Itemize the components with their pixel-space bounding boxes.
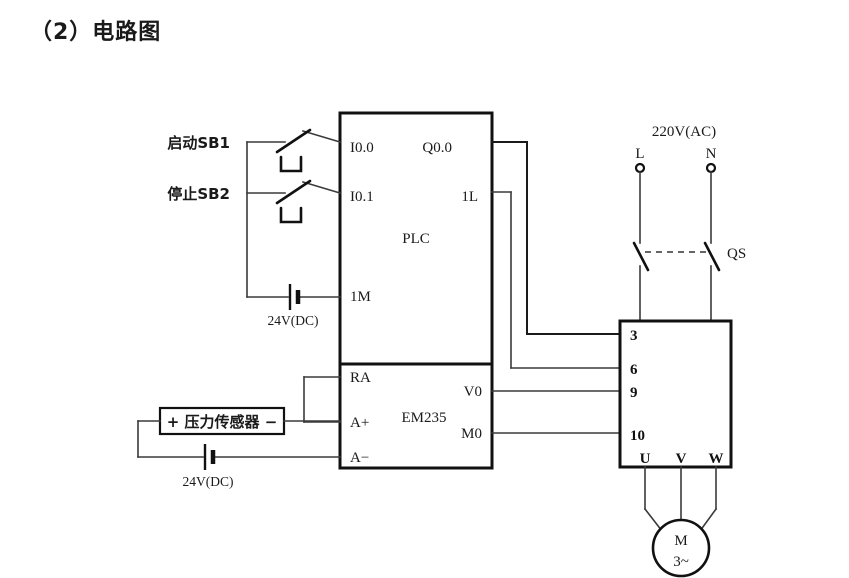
plc-module-outline bbox=[338, 111, 494, 470]
motor-outline-circle bbox=[651, 518, 711, 578]
motor-label-m: M bbox=[674, 533, 687, 549]
motor-symbol bbox=[651, 518, 711, 578]
motor-label-phases: 3~ bbox=[673, 554, 689, 570]
vfd-block bbox=[618, 319, 733, 469]
motor-wire-u-diagonal bbox=[643, 507, 664, 533]
vfd-terminal-label-u: U bbox=[640, 451, 651, 467]
sb1-actuator-icon bbox=[279, 155, 303, 173]
sb2-contact-blade bbox=[275, 179, 312, 205]
plc-24v-label: 24V(DC) bbox=[268, 313, 319, 328]
disconnect-switch-qs[interactable] bbox=[632, 171, 721, 322]
vfd-terminal-label-9: 9 bbox=[630, 385, 638, 401]
ac-source-label: 220V(AC) bbox=[652, 124, 716, 140]
qs-blade-pole-2 bbox=[703, 241, 721, 272]
page-title: （2）电路图 bbox=[30, 20, 162, 45]
em235-name-label: EM235 bbox=[402, 410, 447, 426]
em235-terminal-label-ra: RA bbox=[350, 370, 371, 386]
sb2-wire-right bbox=[302, 181, 341, 194]
em235-24v-label: 24V(DC) bbox=[183, 474, 234, 489]
ac-terminal-label-n: N bbox=[706, 146, 717, 162]
vfd-terminal-label-v: V bbox=[676, 451, 687, 467]
wire-q00-to-terminal-3 bbox=[491, 141, 621, 335]
em235-terminal-label-am: A− bbox=[350, 450, 369, 466]
plc-terminal-label-q00: Q0.0 bbox=[422, 140, 452, 156]
plc-name-label: PLC bbox=[402, 231, 430, 247]
motor-connection-wires bbox=[643, 466, 718, 533]
plc-terminal-label-1l: 1L bbox=[461, 189, 478, 205]
ac-terminal-dot-l bbox=[634, 162, 646, 174]
pressure-sensor-label: + 压力传感器 − bbox=[167, 413, 278, 431]
sb1-contact-blade bbox=[275, 128, 312, 154]
vfd-terminal-label-w: W bbox=[709, 451, 724, 467]
plc-24v-supply bbox=[246, 284, 341, 310]
sb2-actuator-icon bbox=[279, 206, 303, 224]
start-pushbutton-sb1[interactable] bbox=[246, 128, 341, 173]
plc-terminal-label-i00: I0.0 bbox=[350, 140, 374, 156]
qs-blade-pole-1 bbox=[632, 241, 650, 272]
em235-terminal-label-ap: A+ bbox=[350, 415, 369, 431]
plc-terminal-label-1m: 1M bbox=[350, 289, 371, 305]
vfd-terminal-label-3: 3 bbox=[630, 328, 638, 344]
ac-terminal-dot-n bbox=[705, 162, 717, 174]
plc-module-body bbox=[338, 111, 494, 470]
stop-button-label: 停止SB2 bbox=[167, 185, 230, 203]
plc-terminal-label-i01: I0.1 bbox=[350, 189, 374, 205]
em235-terminal-label-v0: V0 bbox=[464, 384, 482, 400]
motor-wire-w-diagonal bbox=[698, 507, 718, 533]
vfd-outline bbox=[618, 319, 733, 469]
em235-ra-jumper bbox=[303, 376, 341, 423]
em235-24v-supply bbox=[137, 420, 341, 470]
vfd-terminal-label-6: 6 bbox=[630, 362, 638, 378]
wire-1l-to-terminal-6 bbox=[491, 191, 621, 369]
sb1-wire-right bbox=[302, 130, 341, 143]
em235-terminal-label-m0: M0 bbox=[461, 426, 482, 442]
vfd-terminal-label-10: 10 bbox=[630, 428, 645, 444]
start-button-label: 启动SB1 bbox=[167, 134, 230, 152]
stop-pushbutton-sb2[interactable] bbox=[246, 179, 341, 224]
ac-terminal-label-l: L bbox=[635, 146, 644, 162]
pressure-sensor bbox=[137, 406, 341, 436]
qs-label: QS bbox=[727, 246, 746, 262]
